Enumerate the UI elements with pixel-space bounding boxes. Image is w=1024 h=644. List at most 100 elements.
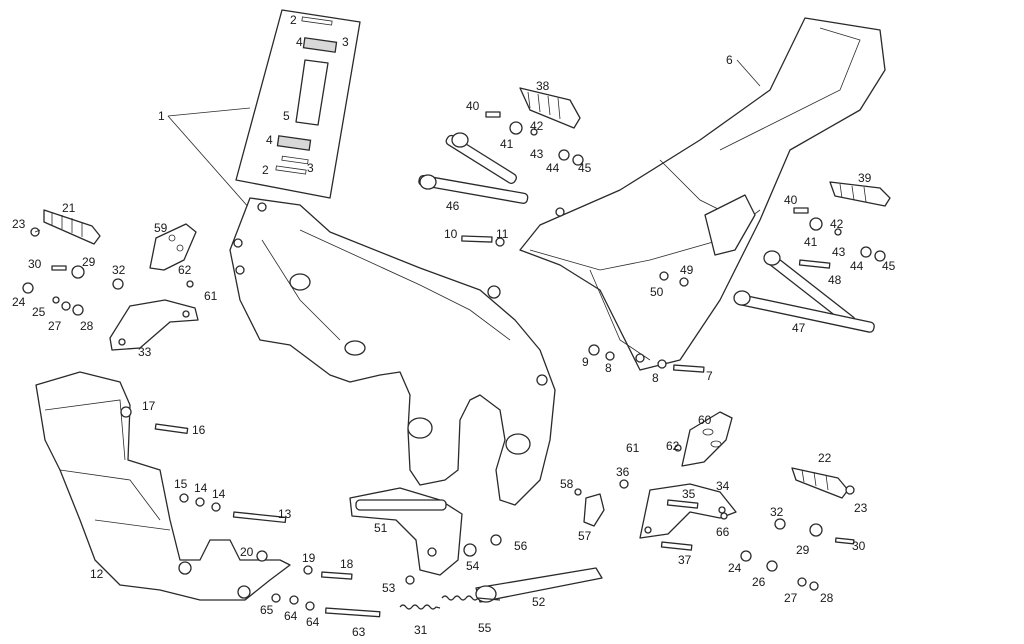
callout-19: 19 xyxy=(302,551,316,565)
callout-42: 42 xyxy=(830,217,844,231)
bracket-57 xyxy=(583,493,605,527)
callout-4: 4 xyxy=(296,35,303,49)
callout-27: 27 xyxy=(48,319,62,333)
spring-31 xyxy=(399,604,441,610)
callout-45: 45 xyxy=(882,259,896,273)
footpeg-39 xyxy=(829,181,891,207)
callout-37: 37 xyxy=(678,553,692,567)
callout-44: 44 xyxy=(546,161,560,175)
callout-44: 44 xyxy=(850,259,864,273)
callout-11: 11 xyxy=(496,227,509,241)
callout-31: 31 xyxy=(414,623,428,637)
bracket-60 xyxy=(681,411,733,467)
callout-46: 46 xyxy=(446,199,460,213)
callout-41: 41 xyxy=(500,137,514,151)
callout-10: 10 xyxy=(444,227,458,241)
callout-45: 45 xyxy=(578,161,592,175)
bracket-34 xyxy=(639,483,737,539)
rod-47 xyxy=(733,250,875,333)
callout-50: 50 xyxy=(650,285,664,299)
bolts xyxy=(51,111,855,618)
callout-21: 21 xyxy=(62,201,76,215)
stand-51 xyxy=(349,487,463,576)
callout-2: 2 xyxy=(262,163,269,177)
callout-43: 43 xyxy=(832,245,846,259)
callout-8: 8 xyxy=(605,361,612,375)
callout-40: 40 xyxy=(466,99,480,113)
callout-23: 23 xyxy=(854,501,868,515)
callout-29: 29 xyxy=(796,543,810,557)
callout-47: 47 xyxy=(792,321,806,335)
callout-61: 61 xyxy=(626,441,640,455)
callout-58: 58 xyxy=(560,477,574,491)
callout-14: 14 xyxy=(212,487,226,501)
callout-56: 56 xyxy=(514,539,528,553)
callout-17: 17 xyxy=(142,399,156,413)
callout-24: 24 xyxy=(12,295,26,309)
callout-8: 8 xyxy=(652,371,659,385)
callout-30: 30 xyxy=(28,257,42,271)
callout-32: 32 xyxy=(112,263,126,277)
pad-kit-sheet xyxy=(235,9,361,199)
bracket-59 xyxy=(149,223,197,271)
callout-7: 7 xyxy=(706,369,713,383)
side-stand-52 xyxy=(475,567,603,603)
leader-lines xyxy=(34,59,761,233)
callout-63: 63 xyxy=(352,625,366,639)
callout-62: 62 xyxy=(666,439,680,453)
callout-65: 65 xyxy=(260,603,274,617)
callout-4: 4 xyxy=(266,133,273,147)
callout-39: 39 xyxy=(858,171,872,185)
callout-66: 66 xyxy=(716,525,730,539)
callout-30: 30 xyxy=(852,539,866,553)
spring-55 xyxy=(441,595,501,601)
callout-27: 27 xyxy=(784,591,798,605)
callout-53: 53 xyxy=(382,581,396,595)
footpeg-38 xyxy=(519,87,581,129)
callout-61: 61 xyxy=(204,289,218,303)
callout-48: 48 xyxy=(828,273,842,287)
callout-57: 57 xyxy=(578,529,592,543)
callout-3: 3 xyxy=(342,35,349,49)
callout-54: 54 xyxy=(466,559,480,573)
callout-22: 22 xyxy=(818,451,832,465)
callout-51: 51 xyxy=(374,521,388,535)
callout-34: 34 xyxy=(716,479,730,493)
footpeg-21 xyxy=(43,209,101,245)
callout-60: 60 xyxy=(698,413,712,427)
callout-38: 38 xyxy=(536,79,550,93)
callout-labels: 1 2 4 3 5 4 3 2 6 38 40 42 41 43 44 45 4… xyxy=(12,13,896,639)
callout-26: 26 xyxy=(752,575,766,589)
callout-64: 64 xyxy=(284,609,298,623)
bracket-33 xyxy=(109,299,199,351)
cradle-subframe-12 xyxy=(35,371,291,601)
rod-46 xyxy=(418,132,529,204)
callout-12: 12 xyxy=(90,567,104,581)
callout-23: 23 xyxy=(12,217,26,231)
callout-64: 64 xyxy=(306,615,320,629)
callout-33: 33 xyxy=(138,345,152,359)
callout-35: 35 xyxy=(682,487,696,501)
callout-28: 28 xyxy=(80,319,94,333)
footpeg-22 xyxy=(791,467,849,499)
callout-25: 25 xyxy=(32,305,46,319)
callout-55: 55 xyxy=(478,621,492,635)
callout-9: 9 xyxy=(582,355,589,369)
callout-52: 52 xyxy=(532,595,546,609)
callout-42: 42 xyxy=(530,119,544,133)
callout-59: 59 xyxy=(154,221,168,235)
callout-29: 29 xyxy=(82,255,96,269)
callout-36: 36 xyxy=(616,465,630,479)
callout-1: 1 xyxy=(158,109,165,123)
washers-and-nuts xyxy=(22,121,886,611)
rear-subframe xyxy=(519,17,886,371)
callout-13: 13 xyxy=(278,507,292,521)
main-frame xyxy=(229,197,556,506)
callout-3: 3 xyxy=(307,161,314,175)
callout-43: 43 xyxy=(530,147,544,161)
callout-16: 16 xyxy=(192,423,206,437)
callout-49: 49 xyxy=(680,263,694,277)
callout-28: 28 xyxy=(820,591,834,605)
